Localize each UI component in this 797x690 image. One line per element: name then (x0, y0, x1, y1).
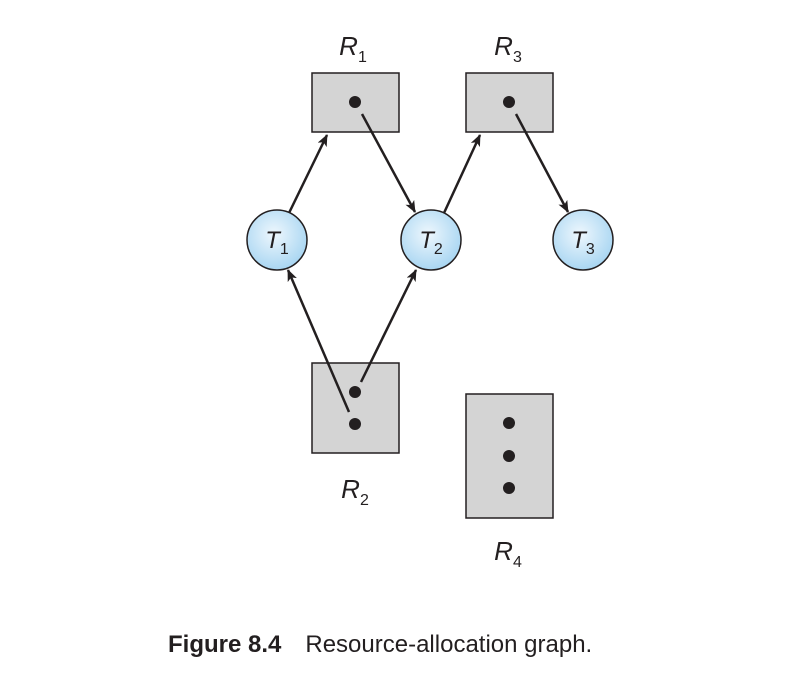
thread-t3-node (552, 209, 614, 271)
resource-r2-box (311, 362, 400, 454)
thread-t2-node (400, 209, 462, 271)
thread-t2-label: T2 (419, 227, 443, 258)
thread-t1-label: T1 (265, 227, 289, 258)
resource-r4-label: R4 (494, 536, 522, 571)
resource-r1-label: R1 (339, 31, 367, 66)
figure-caption-text: Resource-allocation graph. (305, 631, 593, 658)
r2-instance-dot (349, 386, 361, 398)
r4-instance-dot (503, 482, 515, 494)
resource-r2-label: R2 (341, 474, 369, 509)
thread-t3-label: T3 (571, 227, 595, 258)
edge-r3-assigned-t3 (514, 113, 570, 213)
r1-instance-dot (349, 96, 361, 108)
edge-t2-requests-r3 (442, 134, 482, 214)
resource-r3-label: R3 (494, 31, 522, 66)
r4-instance-dot (503, 417, 515, 429)
figure-caption: Figure 8.4 Resource-allocation graph. (168, 631, 592, 659)
figure-number: Figure 8.4 (168, 631, 282, 658)
edge-r2-assigned-t2 (359, 269, 418, 383)
r3-instance-dot (503, 96, 515, 108)
r4-instance-dot (503, 450, 515, 462)
edge-r2-assigned-t1 (286, 269, 351, 413)
r2-instance-dot (349, 418, 361, 430)
edge-t1-requests-r1 (287, 134, 329, 214)
thread-t1-node (246, 209, 308, 271)
edge-r1-assigned-t2 (360, 113, 417, 213)
